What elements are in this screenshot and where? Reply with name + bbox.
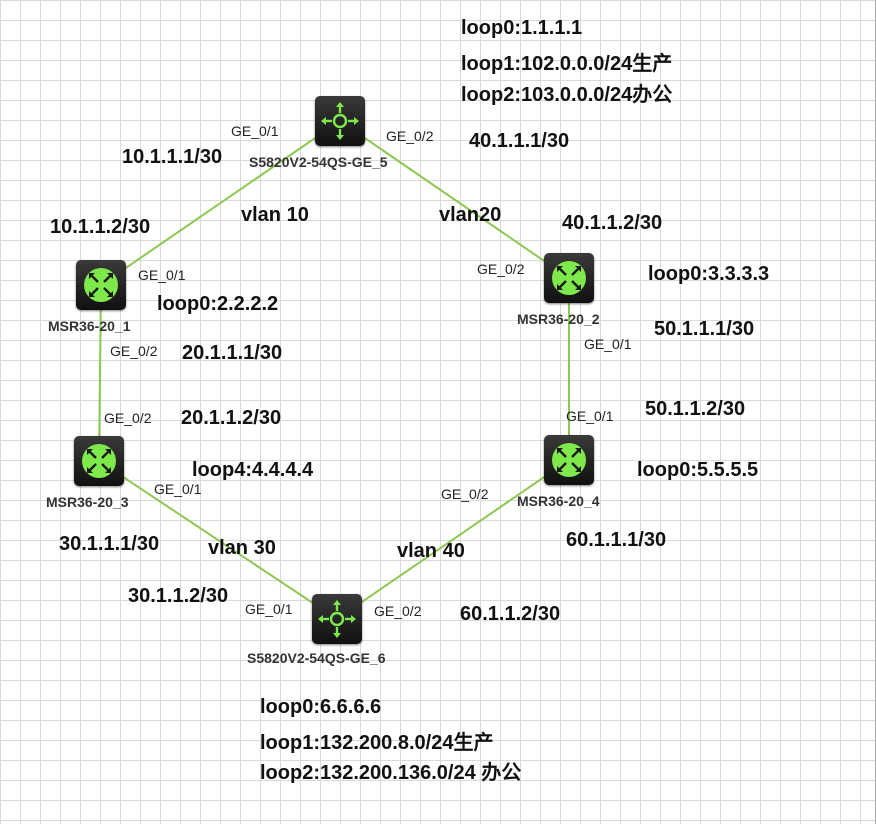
port-label: GE_0/2 [104, 410, 152, 426]
port-label: GE_0/1 [245, 601, 293, 617]
port-label: GE_0/2 [386, 128, 434, 144]
address-label: 40.1.1.2/30 [562, 212, 663, 234]
address-label: 50.1.1.2/30 [645, 398, 746, 420]
device-name-r4: MSR36-20_4 [517, 493, 600, 509]
sw6-loop0: loop0:6.6.6.6 [260, 696, 382, 718]
sw6-loop2: loop2:132.200.136.0/24 办公 [260, 762, 522, 784]
router-icon[interactable] [544, 253, 594, 303]
address-label: 30.1.1.2/30 [128, 585, 229, 607]
address-label: 60.1.1.1/30 [566, 529, 667, 551]
address-label: 40.1.1.1/30 [469, 130, 570, 152]
link-r4-sw6 [336, 459, 570, 620]
device-name-r1: MSR36-20_1 [48, 318, 131, 334]
loopback-label: loop0:5.5.5.5 [637, 459, 759, 481]
sw5-loop2: loop2:103.0.0.0/24办公 [461, 84, 673, 106]
link-sw5-r2 [339, 120, 570, 279]
port-label: GE_0/1 [566, 408, 614, 424]
port-label: GE_0/1 [138, 267, 186, 283]
vlan-label: vlan 10 [241, 204, 309, 226]
port-label: GE_0/1 [584, 336, 632, 352]
device-name-r3: MSR36-20_3 [46, 494, 129, 510]
device-name-sw6: S5820V2-54QS-GE_6 [247, 650, 386, 666]
device-name-sw5: S5820V2-54QS-GE_5 [249, 154, 388, 170]
loopback-label: loop0:3.3.3.3 [648, 263, 770, 285]
address-label: 50.1.1.1/30 [654, 318, 755, 340]
sw5-loop0: loop0:1.1.1.1 [461, 17, 583, 39]
switch-icon[interactable] [312, 594, 362, 644]
device-name-r2: MSR36-20_2 [517, 311, 600, 327]
vlan-label: vlan 40 [397, 540, 465, 562]
port-label: GE_0/1 [154, 481, 202, 497]
address-label: 20.1.1.2/30 [181, 407, 282, 429]
address-label: 10.1.1.2/30 [50, 216, 151, 238]
vlan-label: vlan20 [439, 204, 502, 226]
router-icon[interactable] [76, 260, 126, 310]
vlan-label: vlan 30 [208, 537, 276, 559]
link-sw5-r1 [100, 120, 341, 286]
port-label: GE_0/2 [441, 486, 489, 502]
address-label: 60.1.1.2/30 [460, 603, 561, 625]
link-r3-sw6 [98, 460, 338, 620]
port-label: GE_0/2 [477, 261, 525, 277]
port-label: GE_0/2 [110, 343, 158, 359]
sw5-loop1: loop1:102.0.0.0/24生产 [461, 53, 673, 75]
port-label: GE_0/2 [374, 603, 422, 619]
address-label: 30.1.1.1/30 [59, 533, 160, 555]
switch-icon[interactable] [315, 96, 365, 146]
link-r1-r3 [98, 284, 102, 462]
port-label: GE_0/1 [231, 123, 279, 139]
address-label: 20.1.1.1/30 [182, 342, 283, 364]
address-label: 10.1.1.1/30 [122, 146, 223, 168]
router-icon[interactable] [74, 436, 124, 486]
sw6-loop1: loop1:132.200.8.0/24生产 [260, 732, 494, 754]
loopback-label: loop4:4.4.4.4 [192, 459, 314, 481]
loopback-label: loop0:2.2.2.2 [157, 293, 279, 315]
router-icon[interactable] [544, 435, 594, 485]
